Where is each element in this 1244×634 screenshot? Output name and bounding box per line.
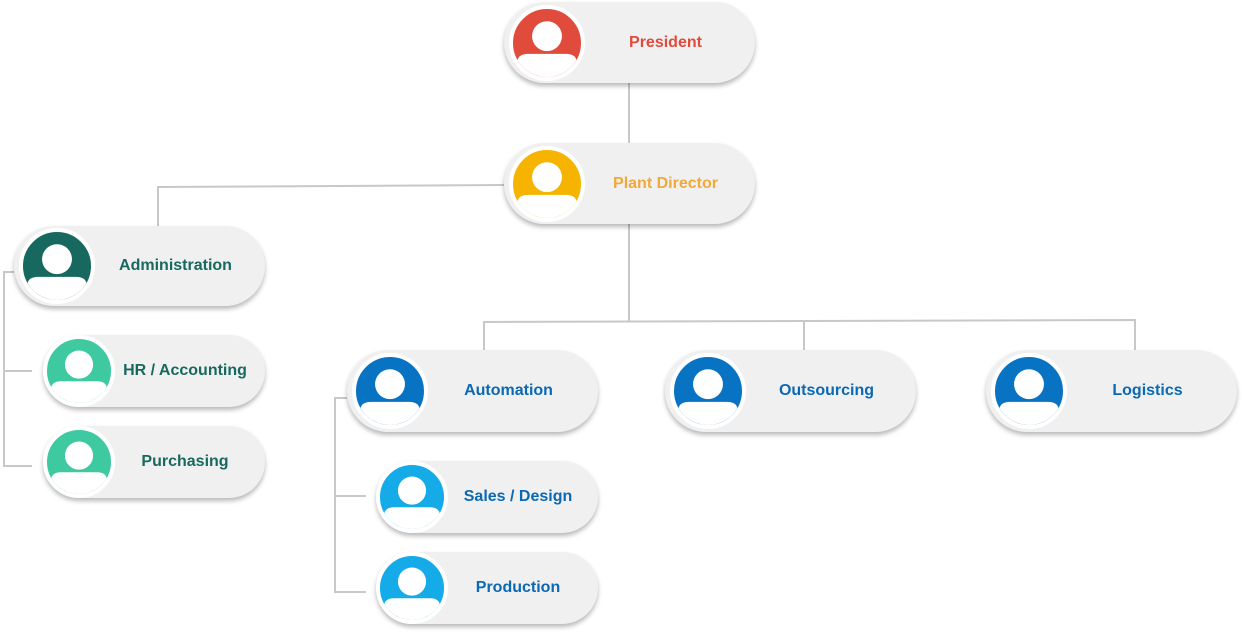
connector-admin-children [3, 271, 32, 467]
person-icon [376, 552, 448, 624]
node-outsourcing[interactable]: Outsourcing [665, 350, 916, 432]
node-production[interactable]: Production [376, 552, 598, 624]
node-label: Logistics [1112, 382, 1183, 399]
node-sales-design[interactable]: Sales / Design [376, 461, 598, 533]
person-icon [670, 353, 746, 429]
node-label: Administration [119, 257, 232, 274]
node-purchasing[interactable]: Purchasing [43, 426, 265, 498]
node-label: Automation [464, 382, 553, 399]
node-label: Purchasing [141, 453, 229, 470]
person-icon [352, 353, 428, 429]
node-automation[interactable]: Automation [347, 350, 598, 432]
node-label: Plant Director [613, 174, 718, 192]
node-label: Production [475, 579, 561, 596]
node-label: Outsourcing [778, 382, 875, 399]
person-icon [509, 4, 585, 81]
node-label: Sales / Design [463, 488, 573, 505]
person-icon [509, 145, 585, 222]
node-logistics[interactable]: Logistics [986, 350, 1237, 432]
person-icon [43, 335, 115, 407]
person-icon [991, 353, 1067, 429]
person-icon [376, 461, 448, 533]
connector-branches-bar [483, 318, 1136, 350]
node-administration[interactable]: Administration [14, 226, 265, 306]
node-hr-accounting[interactable]: HR / Accounting [43, 335, 265, 407]
node-plant-director[interactable]: Plant Director [504, 143, 755, 224]
connector-plant-admin [157, 184, 505, 226]
node-label: President [629, 33, 702, 51]
person-icon [43, 426, 115, 498]
node-president[interactable]: President [504, 2, 755, 83]
node-label: HR / Accounting [123, 362, 247, 379]
person-icon [19, 228, 95, 304]
